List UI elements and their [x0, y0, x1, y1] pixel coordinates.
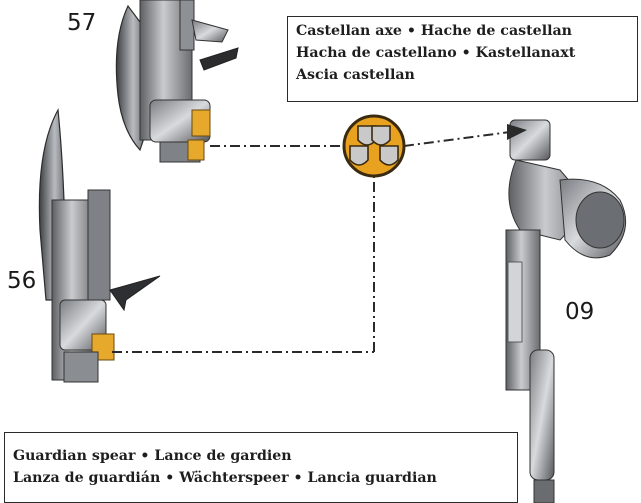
- castellan-axe-label-line-1: Castellan axe • Hache de castellan: [296, 23, 572, 39]
- guardian-spear-part-56: [38, 108, 161, 383]
- castellan-axe-part-57: [115, 0, 239, 163]
- three-shields-choice-icon: [342, 114, 406, 178]
- guardian-spear-label-line-2: Lanza de guardián • Wächterspeer • Lanci…: [13, 470, 437, 486]
- part-number-09: 09: [565, 299, 595, 325]
- guardian-spear-label: Guardian spear • Lance de gardien Lanza …: [4, 432, 518, 503]
- arrow-right-icon: [507, 124, 527, 140]
- part-number-57: 57: [67, 10, 97, 36]
- guardian-spear-label-line-1: Guardian spear • Lance de gardien: [13, 448, 292, 464]
- castellan-axe-label: Castellan axe • Hache de castellan Hacha…: [287, 16, 638, 102]
- connector-lines: [112, 131, 511, 353]
- castellan-axe-label-line-3: Ascia castellan: [296, 67, 415, 83]
- castellan-axe-label-line-2: Hacha de castellano • Kastellanaxt: [296, 45, 576, 61]
- arm-haft-part-09: [505, 119, 627, 503]
- part-number-56: 56: [7, 268, 37, 294]
